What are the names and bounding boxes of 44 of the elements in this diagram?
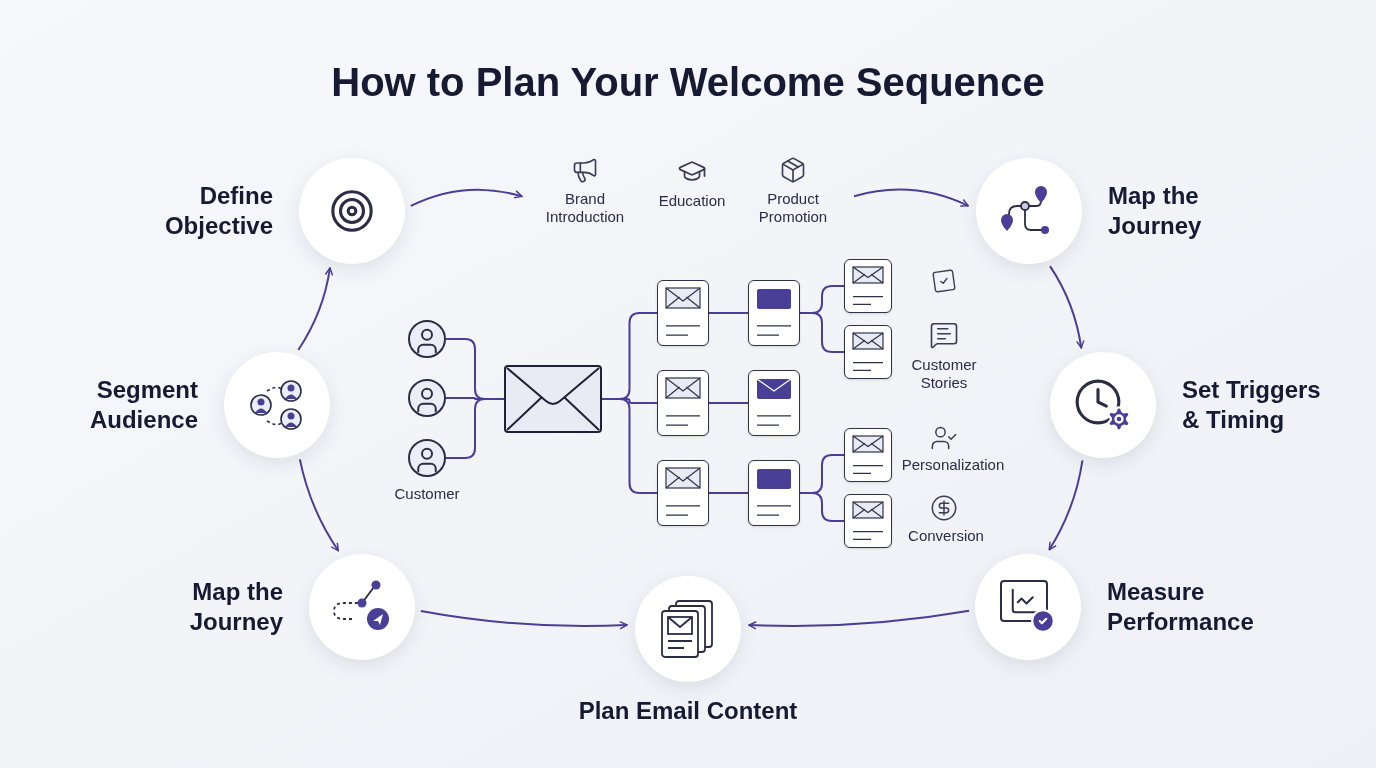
step-heading: Set Triggers & Timing [1182,375,1322,435]
avatar-caption: Customer [393,484,461,504]
email-card [657,370,709,436]
title: How to Plan Your Welcome Sequence [330,59,1046,106]
envelope-drawing [504,365,602,433]
topic-label: Brand Introduction [544,190,626,226]
email-card [748,370,800,436]
arrow [747,609,971,630]
step-heading: Segment Audience [88,375,198,435]
step-heading: Measure Performance [1107,577,1255,637]
topic-label: Product Promotion [757,190,829,226]
step-heading: Plan Email Content [578,696,798,726]
customer-avatar [408,439,446,477]
connector-line [799,312,845,353]
customer-avatar [408,379,446,417]
step-heading: Map the Journey [1108,181,1203,241]
connector-line [799,492,845,522]
arrow [297,266,334,351]
connector-line [708,402,749,404]
email-card [748,280,800,346]
side-label: Conversion [907,527,985,545]
email-card [657,280,709,346]
arrow [853,188,970,207]
email-card [748,460,800,526]
arrow [409,188,523,207]
connector-line [708,492,749,494]
arrow [1048,459,1084,551]
arrow [419,609,629,630]
email-card [844,325,892,379]
side-label: Personalization [900,456,1006,474]
connector-line [445,398,505,459]
topic-label: Education [658,192,726,210]
email-card [657,460,709,526]
email-card [844,494,892,548]
customer-avatar [408,320,446,358]
email-card [844,259,892,313]
step-heading: Map the Journey [188,577,283,637]
arrow [1049,265,1085,349]
arrow [298,458,340,552]
email-card [844,428,892,482]
side-label: Customer Stories [910,356,978,392]
connector-line [601,398,658,494]
step-heading: Define Objective [163,181,273,241]
connector-line [708,312,749,314]
